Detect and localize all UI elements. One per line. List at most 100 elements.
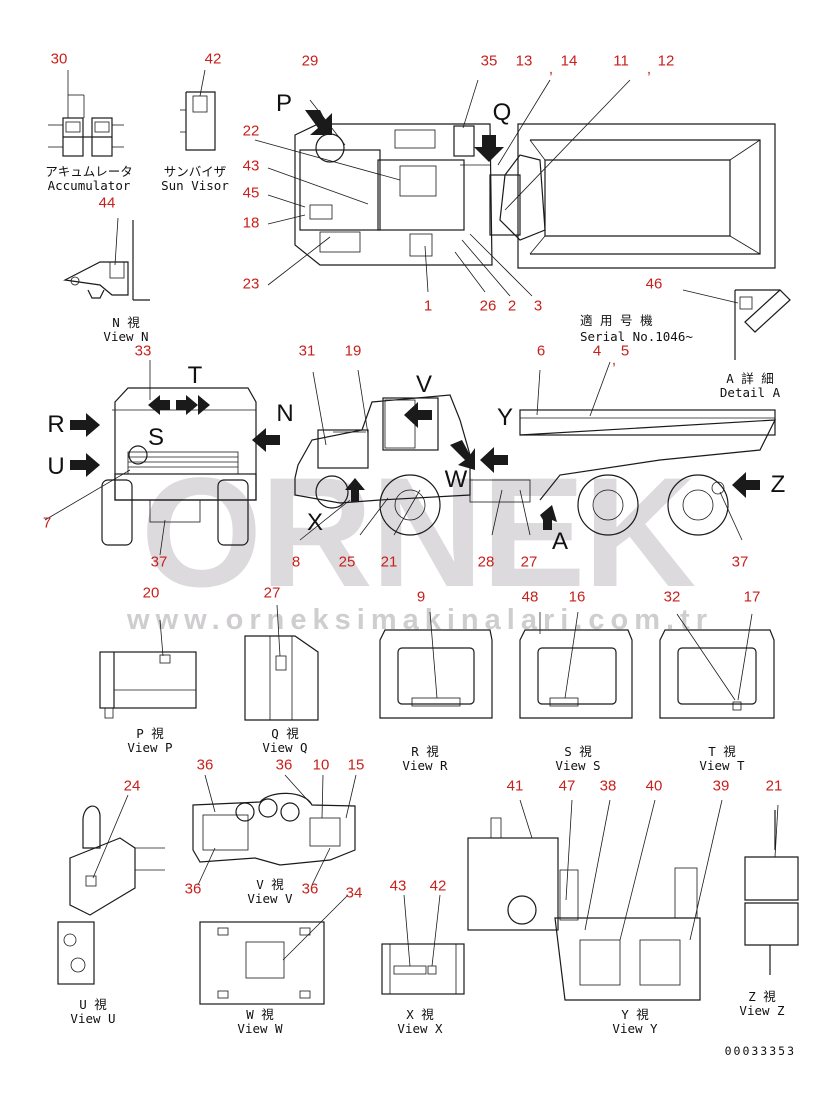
arrow-s2 xyxy=(176,395,198,415)
arrow-n xyxy=(252,428,280,452)
callout-42: 42 xyxy=(429,877,447,895)
view-t-drawing xyxy=(659,613,775,719)
callout-15: 15 xyxy=(347,756,365,774)
callout-7: 7 xyxy=(42,514,52,532)
view-letter-v: V xyxy=(415,371,433,398)
callout-31: 31 xyxy=(298,342,316,360)
view-letter-z: Z xyxy=(770,471,786,498)
view-u-drawing xyxy=(57,794,165,985)
callout-21: 21 xyxy=(765,777,783,795)
callout-28: 28 xyxy=(477,553,495,571)
arrow-w xyxy=(450,440,475,470)
arrow-p xyxy=(305,110,332,135)
watermark-brand: ORNEK xyxy=(140,446,696,620)
callout-17: 17 xyxy=(743,588,761,606)
callout-38: 38 xyxy=(599,777,617,795)
callout-comma: , xyxy=(611,351,617,369)
callout-12: 12 xyxy=(657,52,675,70)
callout-29: 29 xyxy=(301,52,319,70)
view-letter-t: T xyxy=(187,362,203,389)
accumulator-drawing xyxy=(48,70,124,157)
callout-36: 36 xyxy=(275,756,293,774)
view-q-drawing xyxy=(244,604,319,721)
arrow-s1 xyxy=(148,395,170,415)
view-letter-s: S xyxy=(147,424,165,451)
callout-40: 40 xyxy=(645,777,663,795)
arrow-q xyxy=(474,135,504,162)
callout-37: 37 xyxy=(731,553,749,571)
arrow-x xyxy=(345,478,365,502)
callout-9: 9 xyxy=(416,588,426,606)
side-view-truck xyxy=(294,361,777,541)
callout-5: 5 xyxy=(620,342,630,360)
callout-44: 44 xyxy=(98,194,116,212)
callout-27: 27 xyxy=(520,553,538,571)
callout-6: 6 xyxy=(536,342,546,360)
view-w-drawing xyxy=(199,894,349,1005)
callout-39: 39 xyxy=(712,777,730,795)
top-view-truck xyxy=(254,79,776,297)
view-n-drawing xyxy=(63,217,150,301)
view-x-drawing xyxy=(381,894,465,995)
arrow-t xyxy=(198,395,210,415)
callout-26: 26 xyxy=(479,297,497,315)
view-p-drawing xyxy=(99,619,197,719)
callout-19: 19 xyxy=(344,342,362,360)
detail-a-drawing xyxy=(682,289,791,360)
view-z-drawing xyxy=(744,804,799,975)
callout-8: 8 xyxy=(291,553,301,571)
view-letter-a: A xyxy=(551,528,569,555)
arrow-a xyxy=(540,505,557,530)
callout-14: 14 xyxy=(560,52,578,70)
callout-42: 42 xyxy=(204,50,222,68)
callout-1: 1 xyxy=(423,297,433,315)
callout-47: 47 xyxy=(558,777,576,795)
view-letter-n: N xyxy=(276,400,294,427)
arrow-r xyxy=(70,413,100,437)
view-r-drawing xyxy=(379,611,493,719)
callout-2: 2 xyxy=(507,297,517,315)
callout-45: 45 xyxy=(242,184,260,202)
view-y-drawing xyxy=(467,799,723,1001)
callout-48: 48 xyxy=(521,588,539,606)
callout-11: 11 xyxy=(613,52,629,70)
view-letter-q: Q xyxy=(492,99,512,126)
arrow-y xyxy=(480,447,508,473)
front-view-truck xyxy=(44,360,257,556)
callout-37: 37 xyxy=(150,553,168,571)
callout-46: 46 xyxy=(645,275,663,293)
callout-36: 36 xyxy=(196,756,214,774)
view-letter-p: P xyxy=(275,90,293,117)
callout-35: 35 xyxy=(480,52,498,70)
arrow-z xyxy=(732,472,760,498)
callout-34: 34 xyxy=(345,884,363,902)
callout-24: 24 xyxy=(123,777,141,795)
callout-43: 43 xyxy=(389,877,407,895)
view-s-drawing xyxy=(519,611,633,719)
drawing-code: 00033353 xyxy=(724,1044,796,1058)
callout-21: 21 xyxy=(380,553,398,571)
callout-3: 3 xyxy=(533,297,543,315)
callout-32: 32 xyxy=(663,588,681,606)
callout-36: 36 xyxy=(184,880,202,898)
callout-comma: , xyxy=(646,60,652,78)
view-letter-u: U xyxy=(47,453,65,480)
view-letter-y: Y xyxy=(496,404,514,431)
callout-41: 41 xyxy=(506,777,524,795)
arrow-u xyxy=(70,453,100,477)
view-letter-r: R xyxy=(47,411,65,438)
callout-36: 36 xyxy=(301,880,319,898)
